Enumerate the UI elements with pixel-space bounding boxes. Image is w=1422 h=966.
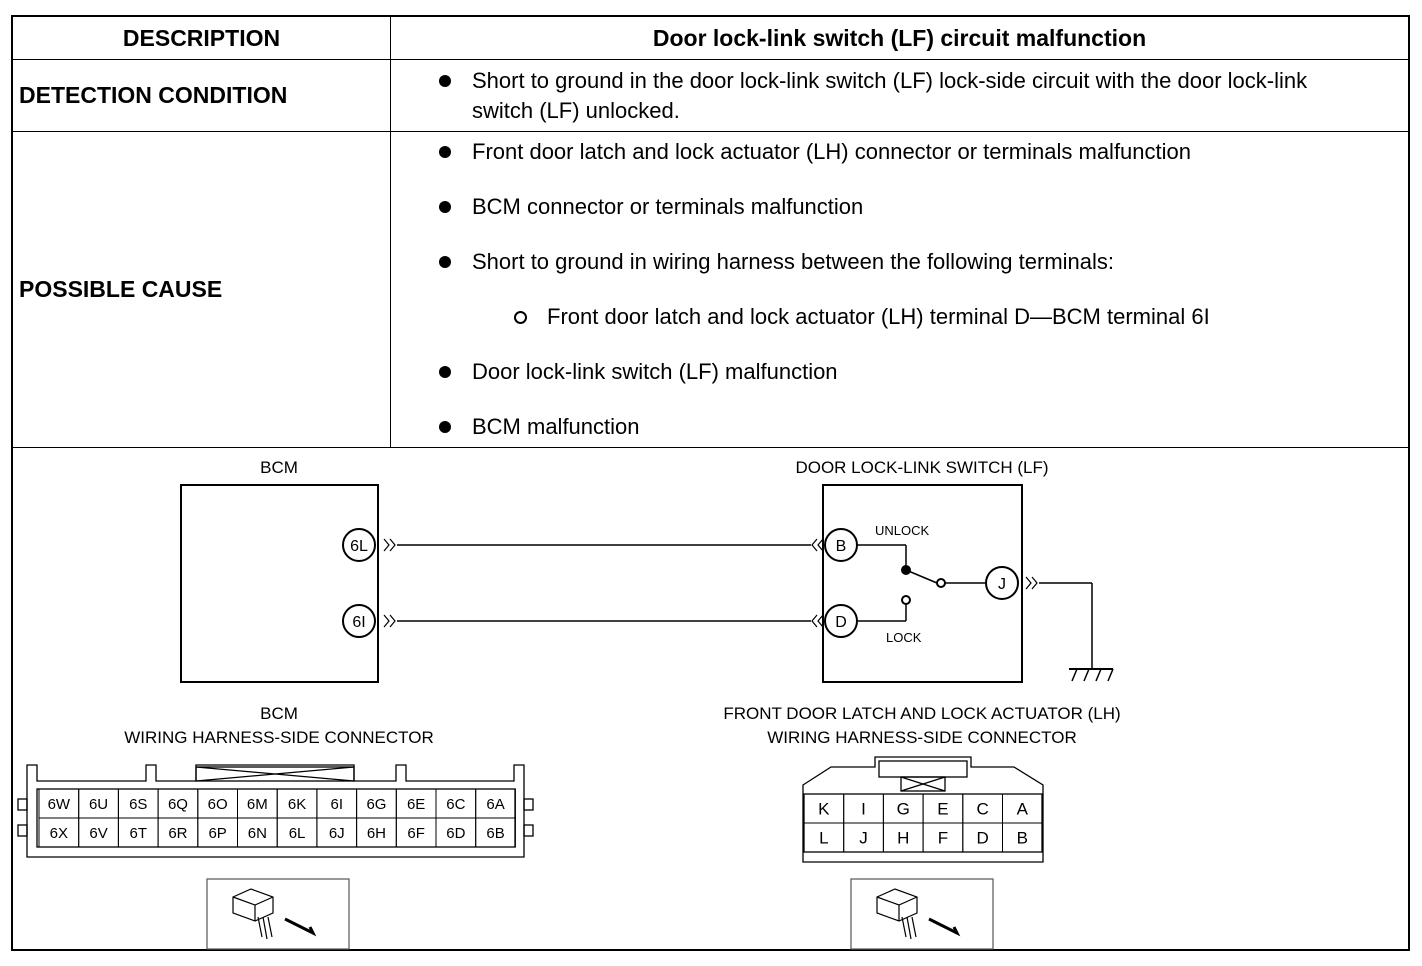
malfunction-title: Door lock-link switch (LF) circuit malfu…	[390, 17, 1408, 60]
bcm-connector-cells: 6W 6U 6S 6Q 6O 6M 6K 6I 6G 6E 6C 6A 6X 6V 6T 6R 6P 6N 6L 6J…	[38, 788, 516, 848]
possible-cause-list: Front door latch and lock actuator (LH) …	[391, 137, 1408, 442]
detection-condition-row: DETECTION CONDITION Short to ground in t…	[13, 59, 1408, 132]
svg-text:J: J	[998, 576, 1006, 593]
terminal-label: K	[818, 800, 830, 819]
detection-condition-cell: Short to ground in the door lock-link sw…	[390, 59, 1408, 132]
switch-label: DOOR LOCK-LINK SWITCH (LF)	[795, 458, 1048, 477]
ground-icon	[1069, 668, 1114, 682]
terminal-label: 6B	[486, 825, 504, 842]
description-header: DESCRIPTION	[13, 17, 391, 60]
terminal-label: 6A	[486, 796, 504, 813]
open-bullet-icon	[514, 311, 527, 324]
terminal-label: 6D	[446, 825, 465, 842]
terminal-label: 6W	[48, 796, 71, 813]
unlock-label: UNLOCK	[875, 523, 930, 538]
connector-cell	[475, 817, 516, 848]
terminal-label: 6Q	[168, 796, 188, 813]
list-item: Door lock-link switch (LF) malfunction	[391, 357, 1408, 387]
terminal-label: F	[938, 829, 948, 848]
svg-text:6I: 6I	[352, 614, 365, 631]
terminal-label: 6O	[208, 796, 228, 813]
list-item: BCM connector or terminals malfunction	[391, 192, 1408, 222]
bcm-pin-6i	[342, 604, 376, 638]
svg-text:D: D	[835, 614, 847, 631]
terminal-label: 6P	[208, 825, 226, 842]
service-manual-sheet: DESCRIPTION Door lock-link switch (LF) c…	[11, 15, 1410, 951]
bullet-icon	[439, 146, 451, 158]
terminal-label: L	[819, 829, 828, 848]
terminal-label: 6U	[89, 796, 108, 813]
terminal-label: I	[861, 800, 866, 819]
connector-view-icon	[206, 878, 350, 950]
list-subitem: Front door latch and lock actuator (LH) …	[391, 302, 1408, 332]
terminal-label: 6X	[50, 825, 68, 842]
connector-cell	[1002, 822, 1043, 853]
terminal-label: 6M	[247, 796, 268, 813]
terminal-label: B	[1017, 829, 1028, 848]
list-item: BCM malfunction	[391, 412, 1408, 442]
terminal-label: 6J	[329, 825, 345, 842]
detection-condition-list: Short to ground in the door lock-link sw…	[391, 66, 1408, 126]
possible-cause-label: POSSIBLE CAUSE	[13, 131, 391, 448]
terminal-label: 6S	[129, 796, 147, 813]
possible-cause-cell: Front door latch and lock actuator (LH) …	[390, 131, 1408, 448]
terminal-label: 6R	[168, 825, 187, 842]
bullet-icon	[439, 201, 451, 213]
svg-text:WIRING HARNESS-SIDE CONNECTOR: WIRING HARNESS-SIDE CONNECTOR	[124, 728, 434, 747]
terminal-label: 6K	[288, 796, 306, 813]
terminal-label: A	[1017, 800, 1029, 819]
bullet-icon	[439, 366, 451, 378]
terminal-label: J	[859, 829, 868, 848]
lock-label: LOCK	[886, 630, 922, 645]
terminal-label: 6F	[407, 825, 425, 842]
list-item: Short to ground in the door lock-link sw…	[391, 66, 1408, 126]
terminal-label: 6L	[289, 825, 306, 842]
possible-cause-row: POSSIBLE CAUSE Front door latch and lock…	[13, 131, 1408, 448]
bullet-icon	[439, 421, 451, 433]
actuator-connector-title: FRONT DOOR LATCH AND LOCK ACTUATOR (LH)	[723, 704, 1120, 723]
terminal-label: 6I	[330, 796, 343, 813]
list-item: Front door latch and lock actuator (LH) …	[391, 137, 1408, 167]
bcm-pin-6l	[342, 528, 376, 562]
bullet-icon	[439, 74, 451, 87]
terminal-label: D	[977, 829, 989, 848]
connector-view-icon	[850, 878, 994, 950]
svg-text:6L: 6L	[350, 538, 368, 555]
bcm-connector-title: BCM	[260, 704, 298, 723]
terminal-label: H	[897, 829, 909, 848]
lock-contact	[901, 595, 911, 605]
terminal-label: 6E	[407, 796, 425, 813]
terminal-label: 6G	[366, 796, 386, 813]
bcm-box	[180, 484, 379, 683]
terminal-label: 6C	[446, 796, 465, 813]
svg-text:WIRING HARNESS-SIDE CONNECTOR: WIRING HARNESS-SIDE CONNECTOR	[767, 728, 1077, 747]
terminal-label: 6H	[367, 825, 386, 842]
dtc-info-table: DESCRIPTION Door lock-link switch (LF) c…	[13, 17, 1408, 448]
actuator-connector-cells: K I G E C A L J H F D B	[803, 793, 1043, 853]
list-item: Short to ground in wiring harness betwee…	[391, 247, 1408, 277]
bullet-icon	[439, 256, 451, 268]
terminal-label: C	[977, 800, 989, 819]
terminal-label: 6N	[248, 825, 267, 842]
switch-box	[822, 484, 1023, 683]
detection-condition-label: DETECTION CONDITION	[13, 59, 391, 132]
terminal-label: 6V	[89, 825, 107, 842]
terminal-label: E	[937, 800, 948, 819]
terminal-label: 6T	[129, 825, 147, 842]
terminal-label: G	[897, 800, 910, 819]
svg-text:B: B	[836, 538, 847, 555]
bcm-label: BCM	[260, 458, 298, 477]
wiring-diagram: BCM DOOR LOCK-LINK SWITCH (LF) 6L 6I B D…	[17, 458, 1121, 950]
common-contact	[936, 578, 946, 588]
table-header-row: DESCRIPTION Door lock-link switch (LF) c…	[13, 17, 1408, 60]
